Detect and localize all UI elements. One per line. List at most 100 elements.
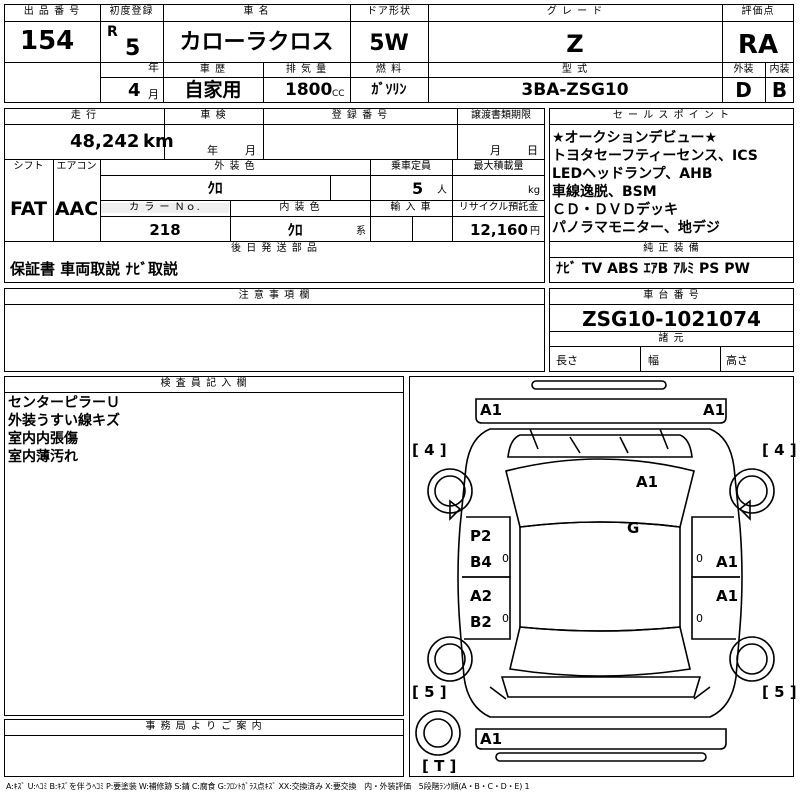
mark-front-left-corner: A1	[480, 401, 503, 419]
inspection-month-unit: 月	[245, 144, 256, 157]
recycle-label: リサイクル預託金	[458, 202, 539, 213]
details-block	[4, 108, 545, 258]
mark-windshield: G	[627, 519, 640, 537]
sales-point-line: ★オークションデビュー★	[552, 130, 718, 146]
equipment-value: ﾅﾋﾞ TV ABS ｴｱB ｱﾙﾐ PS PW	[556, 261, 750, 277]
chassis-label: 車 台 番 号	[643, 290, 700, 301]
lot-no: 154	[20, 26, 75, 56]
mark-right-rear-door: A1	[716, 587, 739, 605]
width-label: 幅	[648, 354, 659, 367]
sales-point-line: 車線逸脱、BSM	[552, 184, 657, 200]
sales-point-line: LEDヘッドランプ、AHB	[552, 166, 713, 182]
legend: A:ｷｽﾞ U:ﾍｺﾐ B:ｷｽﾞを伴うﾍｺﾐ P:要塗装 W:補修跡 S:錆 …	[6, 782, 530, 791]
int-color: ｸﾛ	[287, 221, 303, 239]
mileage-label: 走 行	[70, 110, 98, 121]
door-type: 5W	[369, 31, 409, 56]
mark-tire-front-left: [ 4 ]	[412, 441, 447, 459]
office-block	[4, 719, 404, 777]
sales-point-line: ＣＤ・ＤＶＤデッキ	[552, 202, 678, 218]
transfer-month-unit: 月	[490, 144, 501, 157]
ext-color-label: 外 装 色	[214, 161, 256, 172]
reg-month-unit: 月	[148, 88, 159, 101]
notes-label: 注 意 事 項 欄	[238, 290, 311, 301]
sales-point-line: パノラマモニター、地デジ	[552, 220, 720, 236]
parts-row	[4, 257, 545, 283]
first-reg-label: 初度登録	[109, 6, 154, 17]
era: R	[107, 24, 118, 40]
mileage: 48,242	[70, 131, 140, 152]
ext-grade-label: 外装	[733, 64, 754, 75]
mark-zero: 0	[502, 612, 509, 625]
lot-no-label: 出 品 番 号	[23, 6, 81, 17]
spec-label: 諸 元	[658, 333, 685, 344]
transfer-label: 譲渡書類期限	[471, 110, 531, 121]
equipment-label: 純 正 装 備	[643, 243, 700, 254]
mark-left-front-door-1: P2	[470, 527, 492, 545]
mark-spare-tire: [ T ]	[422, 757, 457, 775]
car-diagram: A1 A1 [ 4 ] [ 4 ] A1 G P2 B4 A2 B2 A1 A1…	[409, 376, 797, 777]
sales-point-line: トヨタセーフティーセンス、ICS	[552, 148, 758, 164]
int-grade-label: 内装	[769, 64, 790, 75]
shift: FAT	[10, 198, 47, 220]
int-color-label: 内 装 色	[279, 202, 321, 213]
mark-left-rear-door-2: B2	[470, 613, 492, 631]
reg-number-label: 登 録 番 号	[331, 110, 389, 121]
inspector-line: 外装うすい線キズ	[8, 413, 120, 429]
history: 自家用	[184, 79, 242, 101]
displacement: 1800	[285, 80, 333, 100]
mark-rear-bumper: A1	[480, 730, 503, 748]
inspection-label: 車 検	[200, 110, 227, 121]
car-outline	[415, 380, 775, 762]
inspector-line: センターピラーＵ	[8, 395, 120, 411]
ac-label: エアコン	[56, 161, 97, 172]
recycle-fee: 12,160	[470, 221, 528, 239]
inspector-line: 室内内張傷	[8, 431, 78, 447]
score: RA	[737, 30, 779, 60]
model: 3BA-ZSG10	[521, 80, 629, 100]
transfer-day-unit: 日	[527, 144, 538, 157]
displacement-unit: CC	[332, 89, 345, 99]
mark-front-right-corner: A1	[703, 401, 726, 419]
inspector-line: 室内薄汚れ	[8, 449, 78, 465]
color-no: 218	[149, 221, 181, 239]
int-color-unit: 系	[356, 226, 366, 237]
shift-label: シフト	[13, 161, 44, 172]
color-no-label: カ ラ ー Ｎｏ.	[101, 203, 229, 213]
fuel: ｶﾞｿﾘﾝ	[371, 82, 407, 98]
score-label: 評価点	[741, 6, 775, 17]
reg-year-unit: 年	[148, 61, 159, 74]
ext-color: ｸﾛ	[207, 179, 223, 197]
sales-points-block	[549, 108, 794, 283]
grade: Z	[566, 30, 584, 58]
sales-points-label: セ ー ル ス ポ イ ン ト	[612, 110, 731, 121]
ext-grade: D	[735, 78, 752, 102]
capacity-label: 乗車定員	[391, 161, 431, 172]
int-grade: B	[771, 78, 788, 102]
reg-month: 4	[128, 80, 141, 101]
car-name: カローラクロス	[179, 30, 334, 55]
parts-value: 保証書 車両取説 ﾅﾋﾞ取説	[10, 260, 178, 278]
chassis-number: ZSG10-1021074	[582, 307, 761, 331]
mark-hood: A1	[636, 473, 659, 491]
displacement-label: 排 気 量	[285, 64, 328, 75]
mark-tire-rear-right: [ 5 ]	[762, 683, 797, 701]
mark-left-front-door-2: B4	[470, 553, 492, 571]
length-label: 長さ	[556, 354, 578, 367]
mark-tire-rear-left: [ 5 ]	[412, 683, 447, 701]
reg-year: 5	[125, 36, 141, 61]
mark-zero: 0	[696, 612, 703, 625]
inspector-block	[4, 376, 404, 716]
history-label: 車 歴	[199, 64, 227, 75]
notes-block	[4, 288, 545, 372]
air-conditioner: AAC	[54, 198, 99, 220]
mileage-unit: km	[143, 131, 174, 152]
parts-label: 後 日 発 送 部 品	[231, 243, 318, 254]
office-label: 事 務 局 よ り ご 案 内	[145, 721, 263, 732]
import-label: 輸 入 車	[390, 202, 432, 213]
header-block	[4, 4, 794, 103]
load-label: 最大積載量	[473, 161, 524, 172]
door-label: ドア形状	[367, 6, 411, 17]
mark-zero: 0	[502, 552, 509, 565]
mark-right-front-door: A1	[716, 553, 739, 571]
load-unit: kg	[528, 185, 541, 196]
